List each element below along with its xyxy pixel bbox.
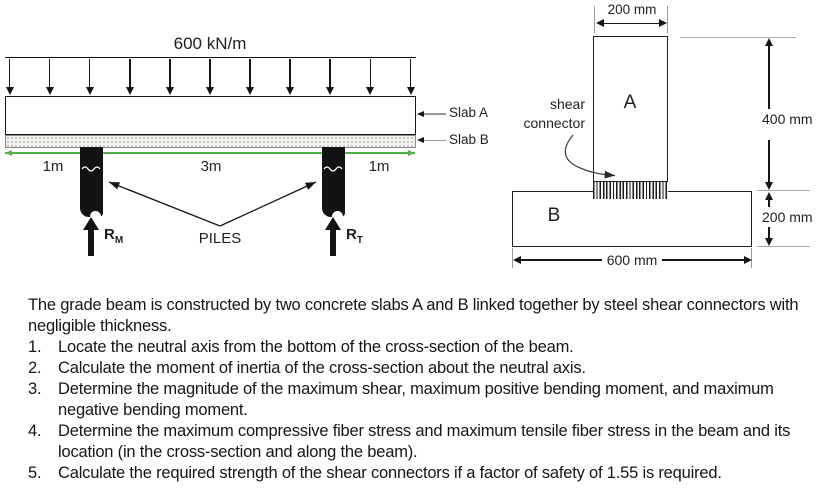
pile-break-squiggle	[323, 166, 343, 172]
distributed-load-label: 600 kN/m	[173, 34, 247, 53]
task-number: 4.	[28, 422, 42, 440]
load-arrow-icon	[406, 59, 415, 97]
dim-400mm: 400 mm	[762, 111, 813, 127]
dim-arrow-icon	[513, 256, 521, 265]
slab-b-hatch	[5, 134, 416, 148]
dim-arrow-icon	[408, 149, 415, 156]
load-arrow-icon	[366, 59, 375, 97]
slab-a-label: Slab A	[449, 105, 489, 120]
extension-line	[680, 37, 796, 39]
problem-statement: The grade beam is constructed by two con…	[28, 295, 806, 484]
load-arrow-icon	[85, 59, 94, 97]
task-text: Calculate the moment of inertia of the c…	[58, 359, 586, 377]
shear-connector-hatch	[593, 181, 668, 199]
dim-1m-left: 1m	[42, 158, 64, 175]
pile-break-squiggle	[81, 166, 101, 172]
dim-arrow-icon	[765, 182, 773, 190]
arrow-head-icon	[325, 217, 341, 230]
extension-tick	[667, 6, 669, 33]
shear-connector-pointer-arrow	[564, 134, 616, 179]
pile-break-notch	[90, 211, 101, 222]
task-number: 5.	[28, 464, 42, 482]
reaction-label-right: RT	[346, 226, 363, 246]
section-a-label: A	[623, 92, 637, 113]
dim-arrow-icon	[659, 19, 667, 28]
dim-arrow-icon	[744, 256, 752, 265]
slab-b-label: Slab B	[449, 132, 489, 147]
extension-line	[757, 190, 810, 192]
shear-connector-label-line1: shear	[549, 96, 585, 112]
dimension-line	[768, 46, 770, 109]
task-text: Determine the maximum compressive fiber …	[58, 422, 791, 461]
load-arrow-icon	[326, 59, 335, 97]
dimension-line	[662, 259, 744, 261]
reaction-subscript: M	[114, 235, 124, 247]
shear-connector-label: shear connector	[500, 95, 585, 133]
arrow-shaft	[88, 230, 94, 256]
load-arrow-icon	[45, 59, 54, 97]
distributed-load-arrows	[5, 57, 416, 98]
task-item: 2. Calculate the moment of inertia of th…	[28, 358, 806, 379]
dimension-line	[768, 200, 770, 207]
load-arrow-icon	[5, 59, 14, 97]
dim-arrow-icon	[596, 19, 604, 28]
task-text: Calculate the required strength of the s…	[58, 464, 722, 482]
callout-arrow-icon	[417, 110, 424, 117]
reaction-label-left: RM	[104, 226, 123, 246]
arrow-head-icon	[83, 217, 99, 230]
dimension-line	[768, 140, 770, 182]
task-item: 5. Calculate the required strength of th…	[28, 463, 806, 484]
reaction-symbol: R	[104, 226, 115, 243]
reaction-arrow-left	[83, 217, 99, 257]
pile-left	[80, 147, 103, 222]
piles-pointer-arrows	[108, 181, 317, 227]
load-arrow-icon	[286, 59, 295, 97]
dim-200mm-top: 200 mm	[607, 2, 657, 17]
arrow-shaft	[330, 230, 336, 256]
reaction-subscript: T	[356, 235, 363, 247]
task-number: 1.	[28, 338, 42, 356]
callout-line	[424, 139, 446, 142]
task-text: Locate the neutral axis from the bottom …	[58, 338, 574, 356]
dimension-line	[520, 259, 602, 261]
problem-intro: The grade beam is constructed by two con…	[28, 296, 799, 335]
load-arrow-icon	[206, 59, 215, 97]
pile-right	[322, 147, 345, 222]
task-list: 1. Locate the neutral axis from the bott…	[28, 337, 806, 484]
load-arrow-icon	[125, 59, 134, 97]
dimension-line	[598, 22, 664, 24]
callout-line	[424, 113, 446, 115]
slab-a-rect	[5, 96, 416, 135]
dimension-line	[768, 227, 770, 238]
dim-arrow-icon	[765, 238, 773, 246]
task-number: 2.	[28, 359, 42, 377]
load-arrow-icon	[246, 59, 255, 97]
task-item: 1. Locate the neutral axis from the bott…	[28, 337, 806, 358]
extension-line	[757, 246, 810, 248]
dim-1m-right: 1m	[368, 158, 390, 175]
dim-200mm-b: 200 mm	[762, 209, 813, 225]
shear-connector-label-line2: connector	[523, 115, 585, 131]
dim-600mm: 600 mm	[606, 251, 658, 268]
dim-arrow-icon	[765, 38, 773, 46]
pile-break-notch	[332, 211, 343, 222]
dim-arrow-icon	[765, 192, 773, 200]
task-item: 4. Determine the maximum compressive fib…	[28, 421, 806, 463]
task-text: Determine the magnitude of the maximum s…	[58, 380, 774, 419]
load-arrow-icon	[165, 59, 174, 97]
task-item: 3. Determine the magnitude of the maximu…	[28, 379, 806, 421]
piles-label: PILES	[198, 230, 242, 247]
reaction-symbol: R	[346, 226, 357, 243]
section-b-label: B	[547, 205, 561, 226]
reaction-arrow-right	[325, 217, 341, 257]
extension-tick	[511, 248, 513, 268]
callout-arrow-icon	[417, 137, 424, 143]
section-a-rect	[593, 36, 668, 182]
task-number: 3.	[28, 380, 42, 398]
dim-arrow-icon	[5, 149, 12, 156]
extension-tick	[594, 6, 596, 33]
dim-3m: 3m	[200, 158, 222, 175]
span-dimension-line	[5, 151, 415, 154]
